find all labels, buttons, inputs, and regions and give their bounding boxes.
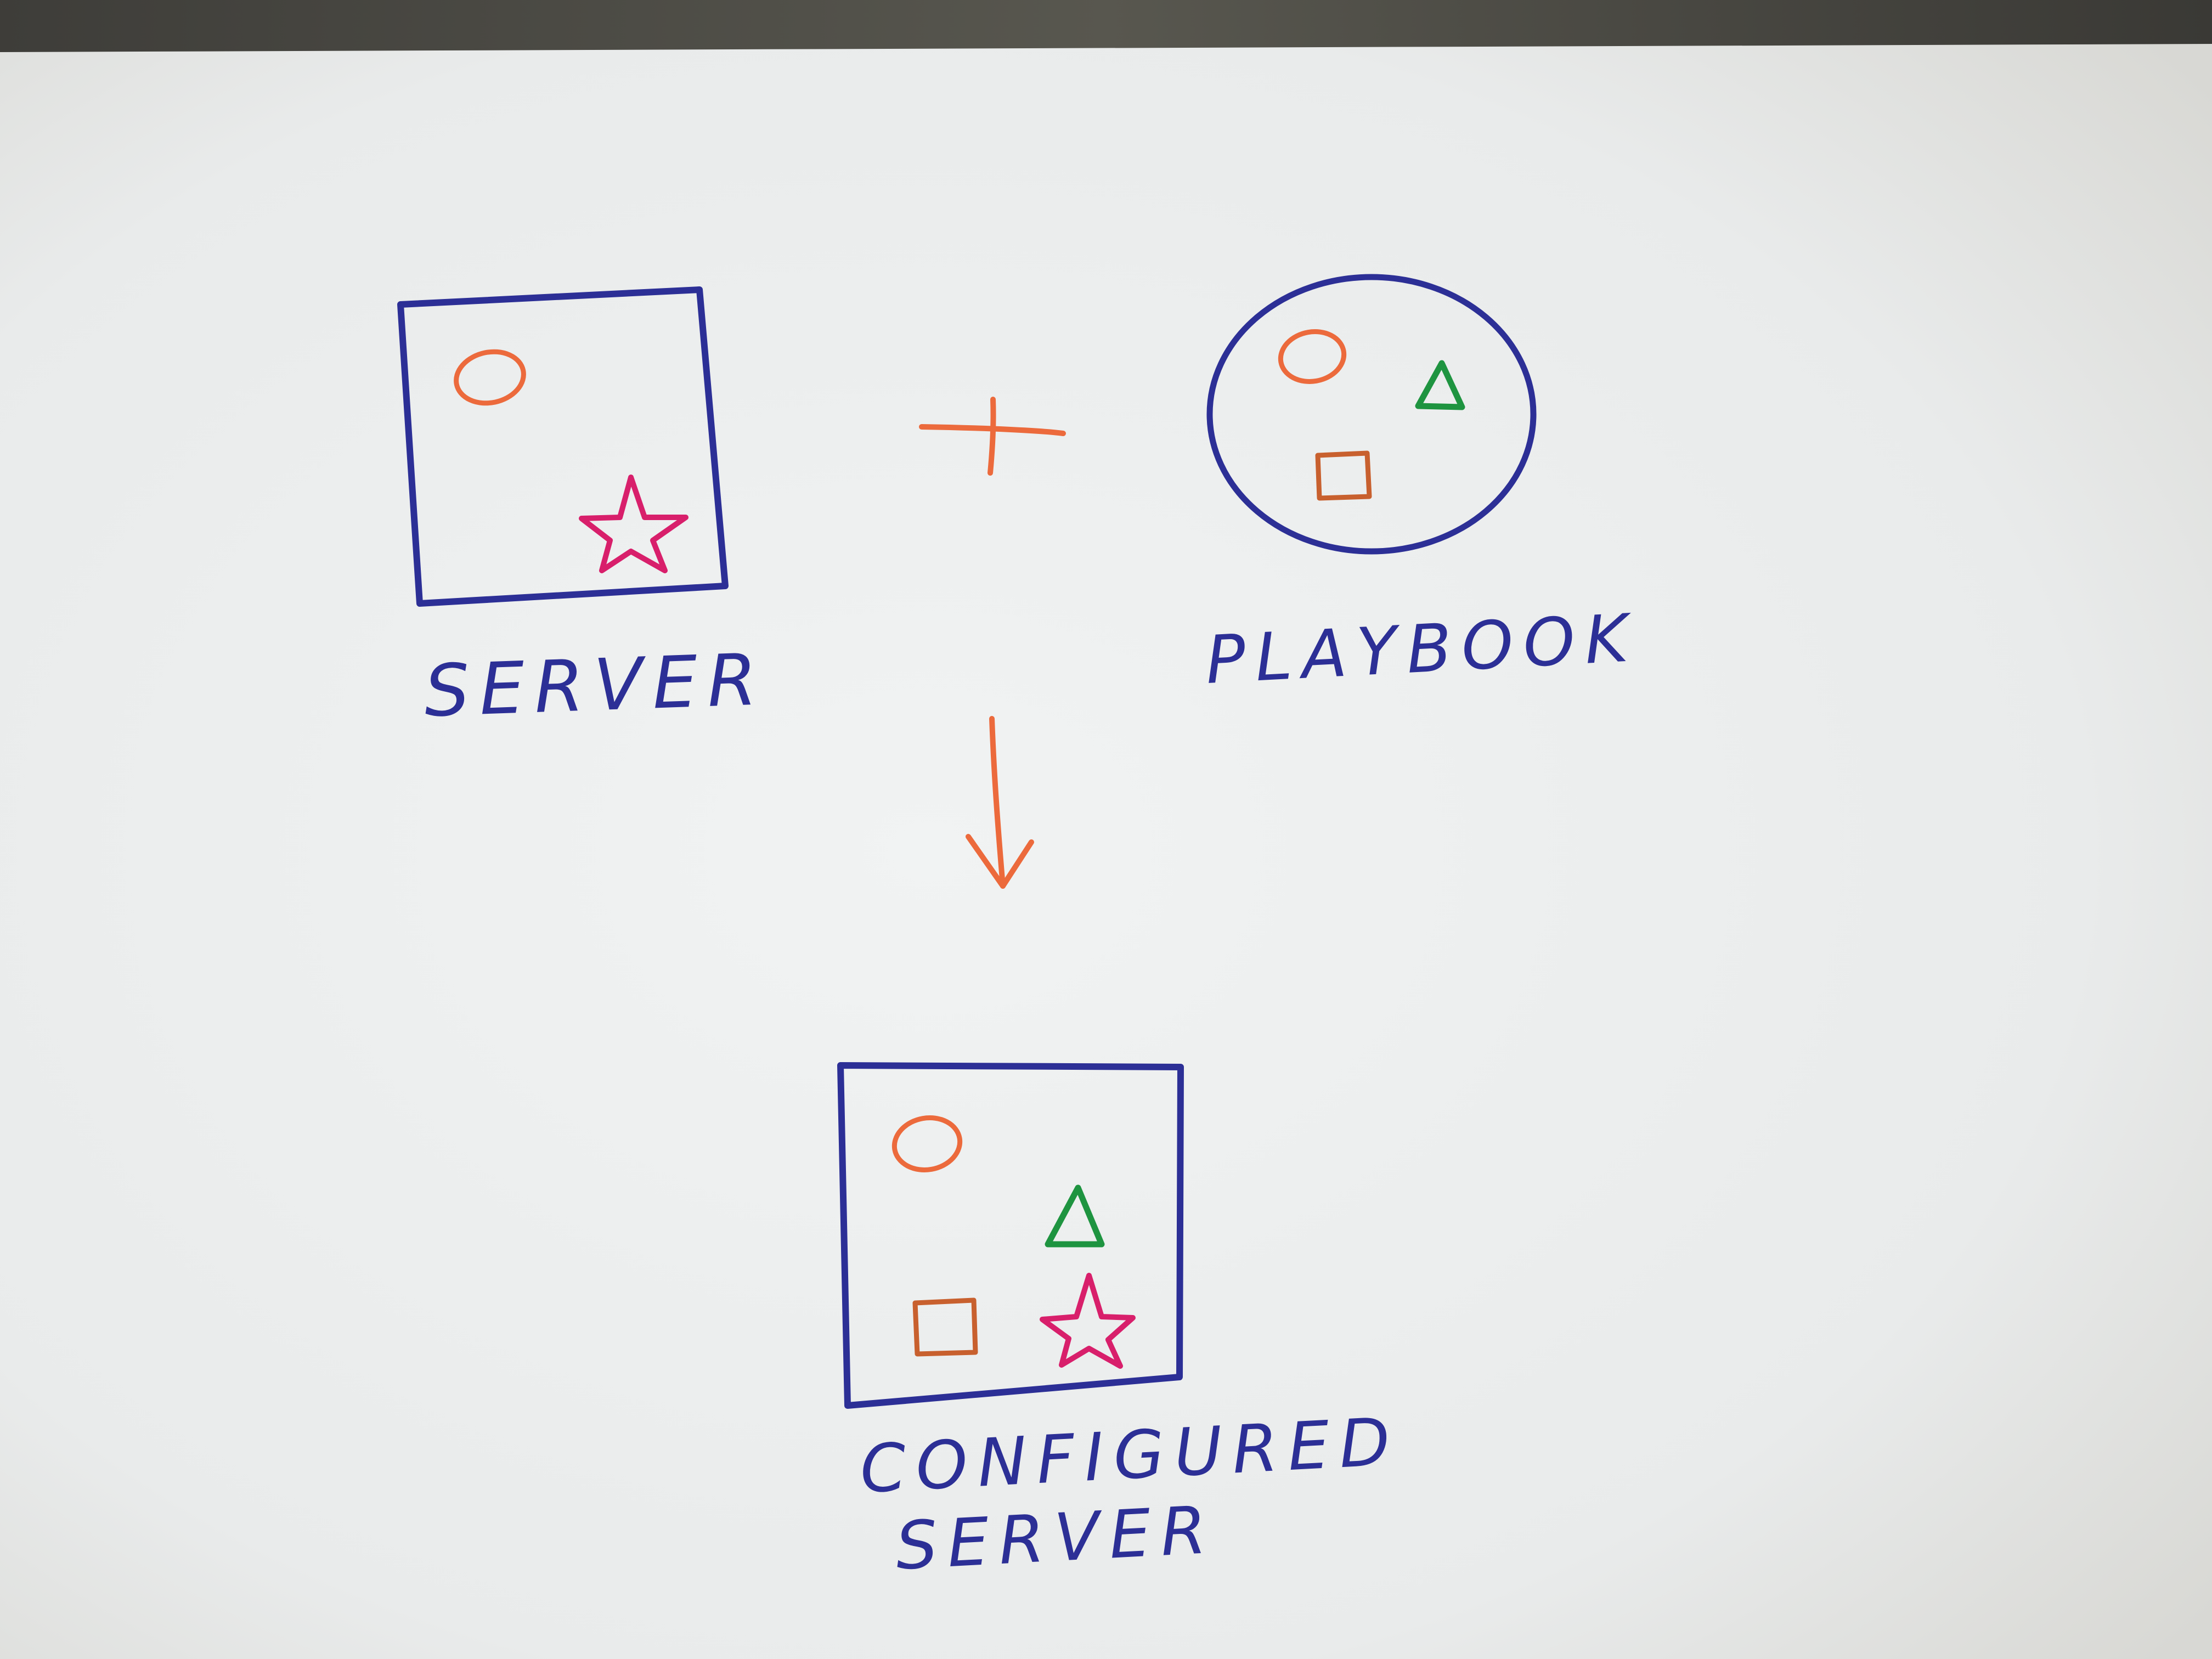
circle-icon <box>891 1115 963 1172</box>
down-arrow-icon <box>966 716 1034 889</box>
configured-label-line2: SERVER <box>894 1492 1218 1585</box>
star-icon <box>1040 1273 1136 1369</box>
server-box <box>397 286 729 607</box>
playbook-circle <box>1206 274 1537 555</box>
configured-server-box <box>837 1062 1184 1409</box>
square-icon <box>912 1297 978 1357</box>
circle-icon <box>1278 329 1347 384</box>
server-label: SERVER <box>423 637 768 733</box>
plus-icon <box>919 397 1066 476</box>
configured-server-group <box>837 1062 1184 1409</box>
triangle-icon <box>1415 360 1465 410</box>
playbook-group <box>1206 274 1537 555</box>
star-icon <box>579 475 689 573</box>
paper-sheet <box>0 44 2212 1659</box>
server-group <box>397 286 729 607</box>
triangle-icon <box>1045 1184 1105 1248</box>
square-icon <box>1315 450 1372 501</box>
circle-icon <box>454 349 526 406</box>
